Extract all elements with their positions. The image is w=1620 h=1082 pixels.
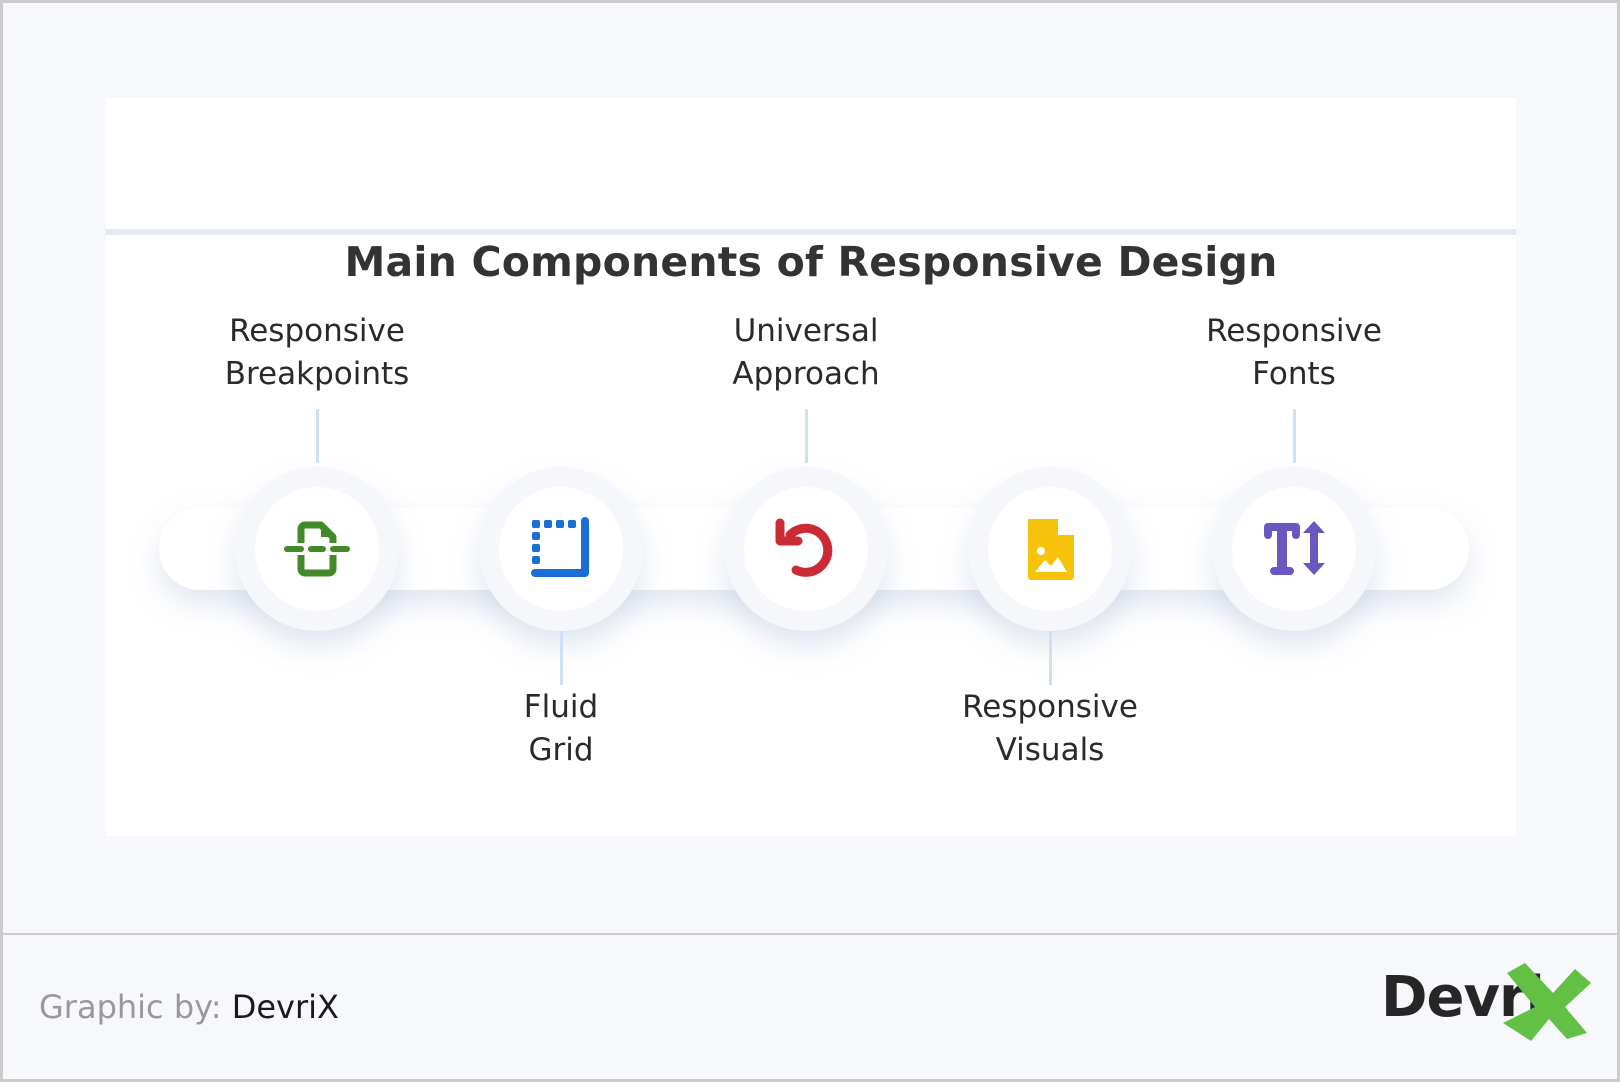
component-label-line: Fonts [1252, 356, 1336, 392]
component-label: Responsive Visuals [920, 686, 1180, 772]
component-label-line: Fluid [523, 689, 599, 725]
component-label-line: Approach [732, 356, 880, 392]
credit-label: Graphic by: [39, 988, 222, 1026]
diagram-card: Main Components of Responsive Design Res… [106, 98, 1516, 836]
component-label-line: Responsive [229, 313, 405, 349]
connector-line [805, 409, 808, 463]
breakpoints-icon [284, 521, 350, 577]
component-node-responsive-fonts [1212, 467, 1376, 631]
connector-line [1293, 409, 1296, 463]
undo-icon [775, 518, 833, 577]
component-label-line: Universal [733, 313, 879, 349]
component-label-line: Grid [528, 732, 594, 768]
devrix-logo: Devri [1379, 963, 1591, 1053]
component-label: Universal Approach [676, 310, 936, 396]
component-label: Fluid Grid [431, 686, 691, 772]
component-node-fluid-grid [479, 467, 643, 631]
connector-line [316, 409, 319, 463]
page-title: Main Components of Responsive Design [344, 238, 1278, 286]
component-label: Responsive Breakpoints [187, 310, 447, 396]
component-label: Responsive Fonts [1164, 310, 1424, 396]
image-file-icon [1028, 519, 1074, 580]
component-label-line: Visuals [995, 732, 1105, 768]
component-label-line: Breakpoints [224, 356, 410, 392]
component-node-universal-approach [724, 467, 888, 631]
footer-divider [3, 933, 1617, 935]
component-node-breakpoints [235, 467, 399, 631]
connector-line [1049, 631, 1052, 685]
title-divider [106, 229, 1516, 235]
graphic-credit: Graphic by: DevriX [39, 988, 339, 1026]
component-label-line: Responsive [962, 689, 1138, 725]
fluid-grid-icon [531, 517, 589, 577]
text-height-icon [1264, 521, 1325, 575]
component-label-line: Responsive [1206, 313, 1382, 349]
component-node-responsive-visuals [968, 467, 1132, 631]
connector-line [560, 631, 563, 685]
logo-x-icon [1503, 963, 1591, 1041]
credit-value: DevriX [231, 988, 339, 1026]
